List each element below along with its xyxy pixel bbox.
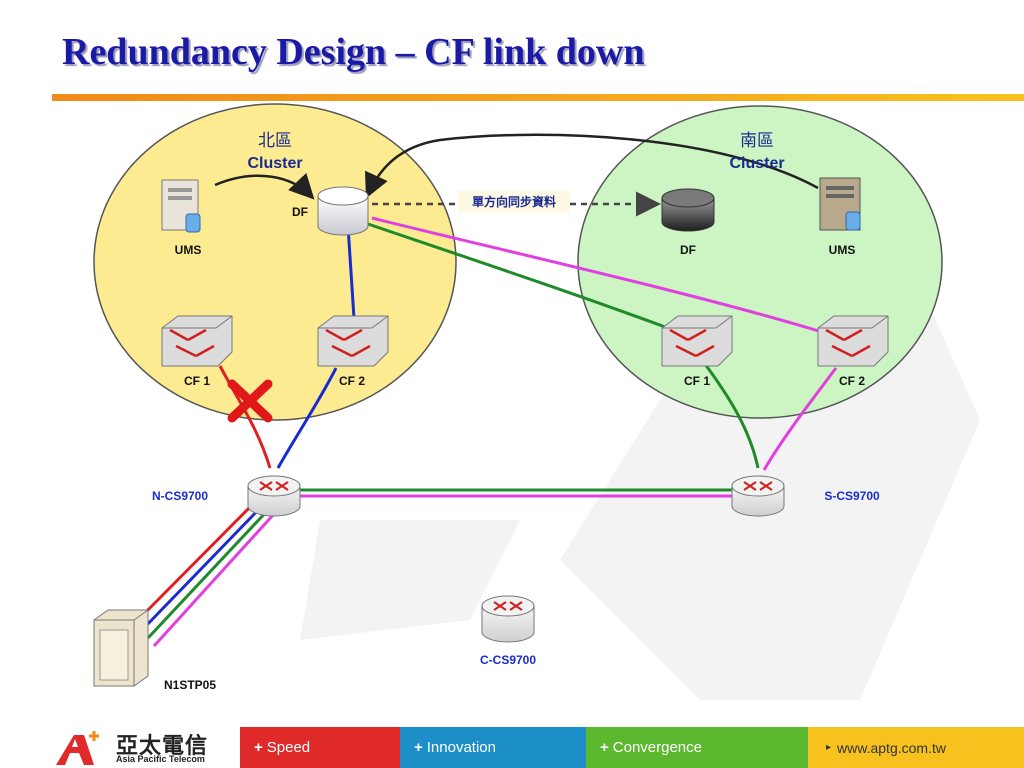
link-north-cf2-router (276, 367, 338, 469)
north-cluster-label: Cluster (247, 155, 302, 172)
arrow-north-ums-to-df (214, 172, 315, 200)
plus-icon: + (254, 739, 263, 756)
link-router-server-magenta (152, 512, 276, 648)
n1stp05-label: N1STP05 (164, 678, 216, 692)
north-cf2-label: CF 2 (339, 374, 365, 388)
south-cf1-label: CF 1 (684, 374, 710, 388)
north-ums-label: UMS (175, 243, 202, 257)
link-down-x-icon (227, 379, 273, 423)
north-router-label: N-CS9700 (152, 489, 208, 503)
south-cf2-switch-icon (817, 315, 889, 367)
plus-icon: + (414, 739, 423, 756)
center-router-icon (481, 595, 535, 643)
south-router-label: S-CS9700 (824, 489, 880, 503)
footer-innovation-label: Innovation (426, 739, 496, 756)
south-ums-label: UMS (829, 243, 856, 257)
link-df-north-south-cf1 (367, 222, 669, 330)
north-router-icon (247, 475, 301, 517)
north-ums-server-icon (161, 179, 201, 233)
aptg-a-icon (56, 731, 99, 765)
south-region-label: 南區 (740, 131, 774, 150)
link-router-server-red (134, 500, 257, 624)
link-router-server-green (146, 508, 270, 640)
arrow-right-icon: ▸ (826, 742, 832, 753)
south-cluster-zone (577, 105, 943, 419)
south-df-database-icon (661, 188, 715, 232)
south-router-icon (731, 475, 785, 517)
sync-label: 單方向同步資料 (472, 194, 556, 209)
network-diagram: 單方向同步資料 北區 Cluster UMS DF CF 1 CF 2 南區 C… (93, 103, 980, 700)
center-router-label: C-CS9700 (480, 653, 536, 667)
footer-bar: 亞太電信 Asia Pacific Telecom +Speed +Innova… (0, 727, 1024, 768)
south-df-label: DF (680, 243, 696, 257)
plus-icon: + (600, 739, 609, 756)
footer-website[interactable]: ▸ www.aptg.com.tw (808, 727, 1024, 768)
title-underline (52, 94, 1024, 101)
footer-speed-label: Speed (266, 739, 311, 756)
footer-innovation: +Innovation (400, 727, 586, 768)
footer-speed: +Speed (240, 727, 400, 768)
logo-english-text: Asia Pacific Telecom (116, 754, 205, 764)
north-df-database-icon (317, 186, 369, 236)
arrow-south-ums-to-df (365, 133, 819, 199)
n1stp05-server-icon (93, 609, 149, 687)
link-router-server-blue (140, 504, 264, 632)
north-region-label: 北區 (258, 131, 292, 150)
sync-label-bg (458, 191, 570, 213)
logo-chinese-text: 亞太電信 (116, 733, 209, 758)
south-cf2-label: CF 2 (839, 374, 865, 388)
link-south-cf2-router (762, 367, 838, 471)
north-cf2-switch-icon (317, 315, 389, 367)
footer-convergence: +Convergence (586, 727, 808, 768)
north-df-label: DF (292, 205, 308, 219)
north-cluster-zone (93, 103, 457, 421)
north-cf1-label: CF 1 (184, 374, 210, 388)
south-cf1-switch-icon (661, 315, 733, 367)
north-cf1-switch-icon (161, 315, 233, 367)
south-cluster-label: Cluster (729, 155, 784, 172)
footer-website-link[interactable]: www.aptg.com.tw (837, 739, 946, 756)
aptg-logo: 亞太電信 Asia Pacific Telecom (0, 727, 240, 768)
link-df-north-cf2 (346, 225, 356, 319)
south-ums-server-icon (819, 177, 861, 231)
footer-convergence-label: Convergence (612, 739, 702, 756)
link-df-north-south-cf2 (371, 216, 823, 334)
link-north-cf1-router (218, 365, 272, 469)
slide-title: Redundancy Design – CF link down (62, 31, 645, 73)
link-south-cf1-router (703, 363, 760, 469)
